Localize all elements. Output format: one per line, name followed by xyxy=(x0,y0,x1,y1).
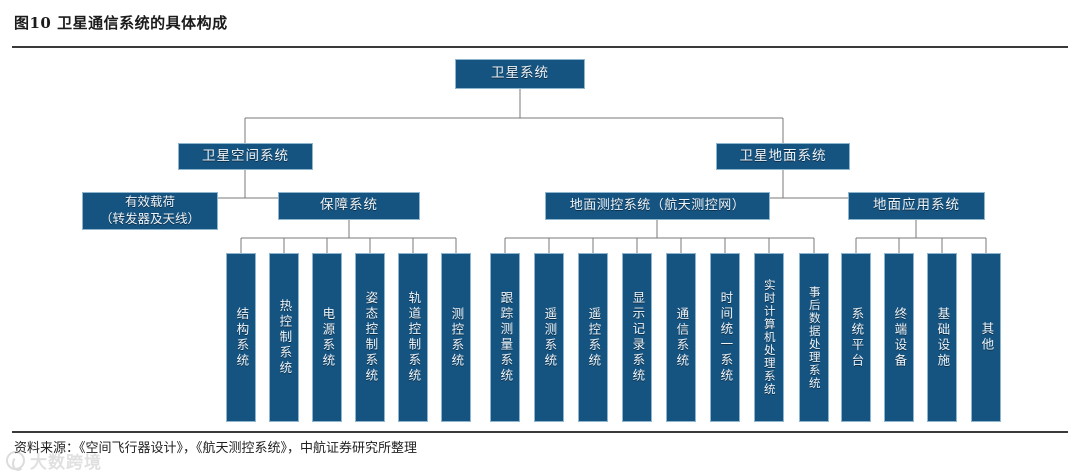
node-payload-line2: （转发器及天线） xyxy=(99,211,200,226)
node-leaf-realtime-computer-processing-system[interactable]: 实时计算机处理系统 xyxy=(754,253,784,422)
diagram-canvas: 卫星系统 卫星空间系统 卫星地面系统 有效载荷 （转发器及天线） 保障系统 地面… xyxy=(0,48,1080,431)
node-leaf-other[interactable]: 其他 xyxy=(971,253,1001,422)
node-leaf-remote-control-system[interactable]: 遥控系统 xyxy=(578,253,608,422)
page-title: 图10 卫星通信系统的具体构成 xyxy=(14,14,228,32)
node-leaf-power-system[interactable]: 电源系统 xyxy=(312,253,342,422)
node-satellite-ground-system[interactable]: 卫星地面系统 xyxy=(716,143,850,170)
node-leaf-communication-system[interactable]: 通信系统 xyxy=(666,253,696,422)
node-leaf-tt-and-c-system[interactable]: 测控系统 xyxy=(441,253,471,422)
node-leaf-system-platform[interactable]: 系统平台 xyxy=(841,253,871,422)
node-leaf-tracking-measurement-system[interactable]: 跟踪测量系统 xyxy=(490,253,520,422)
source-note: 资料来源：《空间飞行器设计》，《航天测控系统》，中航证券研究所整理 xyxy=(14,441,418,456)
bottom-divider xyxy=(12,431,1068,433)
node-leaf-time-unification-system[interactable]: 时间统一系统 xyxy=(710,253,740,422)
node-ground-application-system[interactable]: 地面应用系统 xyxy=(848,192,985,220)
node-satellite-system[interactable]: 卫星系统 xyxy=(455,59,585,89)
node-leaf-structure-system[interactable]: 结构系统 xyxy=(226,253,256,422)
node-leaf-attitude-control-system[interactable]: 姿态控制系统 xyxy=(355,253,385,422)
node-ground-tt-and-c-system[interactable]: 地面测控系统（航天测控网） xyxy=(545,192,770,220)
node-leaf-post-data-processing-system[interactable]: 事后数据处理系统 xyxy=(799,253,829,422)
top-divider xyxy=(12,46,1068,48)
node-leaf-terminal-equipment[interactable]: 终端设备 xyxy=(884,253,914,422)
node-satellite-space-system[interactable]: 卫星空间系统 xyxy=(178,143,313,170)
node-leaf-telemetry-system[interactable]: 遥测系统 xyxy=(534,253,564,422)
node-payload-line1: 有效载荷 xyxy=(124,194,175,210)
node-leaf-infrastructure[interactable]: 基础设施 xyxy=(927,253,957,422)
node-leaf-display-record-system[interactable]: 显示记录系统 xyxy=(622,253,652,422)
node-leaf-orbit-control-system[interactable]: 轨道控制系统 xyxy=(398,253,428,422)
node-support-system[interactable]: 保障系统 xyxy=(278,192,420,220)
node-payload[interactable]: 有效载荷 （转发器及天线） xyxy=(82,192,218,230)
node-leaf-thermal-control-system[interactable]: 热控制系统 xyxy=(269,253,299,422)
